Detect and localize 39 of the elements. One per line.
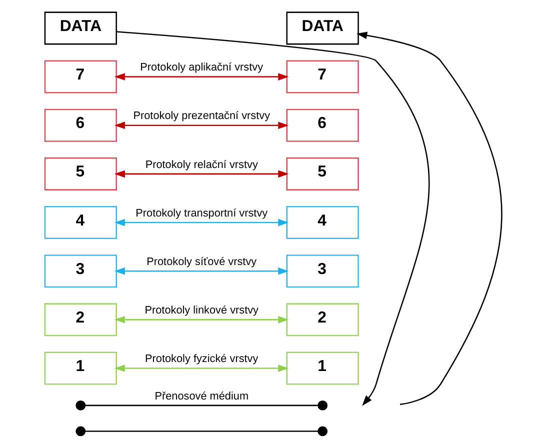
node-box: 5 xyxy=(44,157,116,190)
node-box: 1 xyxy=(286,352,358,385)
node-circle xyxy=(317,426,328,436)
edge-label: Protokoly transportní vrstvy xyxy=(135,207,268,220)
node-circle xyxy=(75,426,86,436)
edge-label: Protokoly fyzické vrstvy xyxy=(144,353,258,366)
node-box: DATA xyxy=(286,12,358,45)
node-box: 6 xyxy=(286,108,358,142)
arrow xyxy=(114,267,288,275)
node-box: DATA xyxy=(44,12,116,45)
arrow xyxy=(114,122,288,130)
node-box: 5 xyxy=(286,157,358,190)
arrow xyxy=(114,170,288,178)
node-box: 2 xyxy=(286,303,358,336)
node-box: 7 xyxy=(286,60,358,94)
node-box: 3 xyxy=(44,254,116,288)
edge-label: Protokoly prezentační vrstvy xyxy=(132,110,270,122)
edge-label: Protokoly relační vrstvy xyxy=(144,158,258,171)
connector xyxy=(84,404,318,406)
node-circle xyxy=(75,400,86,410)
edge-label: Protokoly linkové vrstvy xyxy=(144,304,258,317)
arrow xyxy=(114,73,288,80)
node-box: 6 xyxy=(44,108,116,142)
node-box: 7 xyxy=(44,60,116,94)
node-box: 4 xyxy=(44,206,116,240)
node-box: 3 xyxy=(286,254,358,288)
arrow xyxy=(114,364,288,372)
connector xyxy=(84,430,318,432)
arrow xyxy=(116,31,430,406)
node-circle xyxy=(317,400,328,410)
arrow xyxy=(356,32,502,406)
node-box: 1 xyxy=(44,352,116,385)
arrow xyxy=(114,316,288,324)
arrow xyxy=(114,218,288,226)
node-box: 2 xyxy=(44,303,116,336)
edge-label: Protokoly aplikační vrstvy xyxy=(140,62,263,74)
node-box: 4 xyxy=(286,206,358,240)
edge-label: Protokoly síťové vrstvy xyxy=(146,256,256,268)
edge-label: Přenosové médium xyxy=(154,390,248,402)
